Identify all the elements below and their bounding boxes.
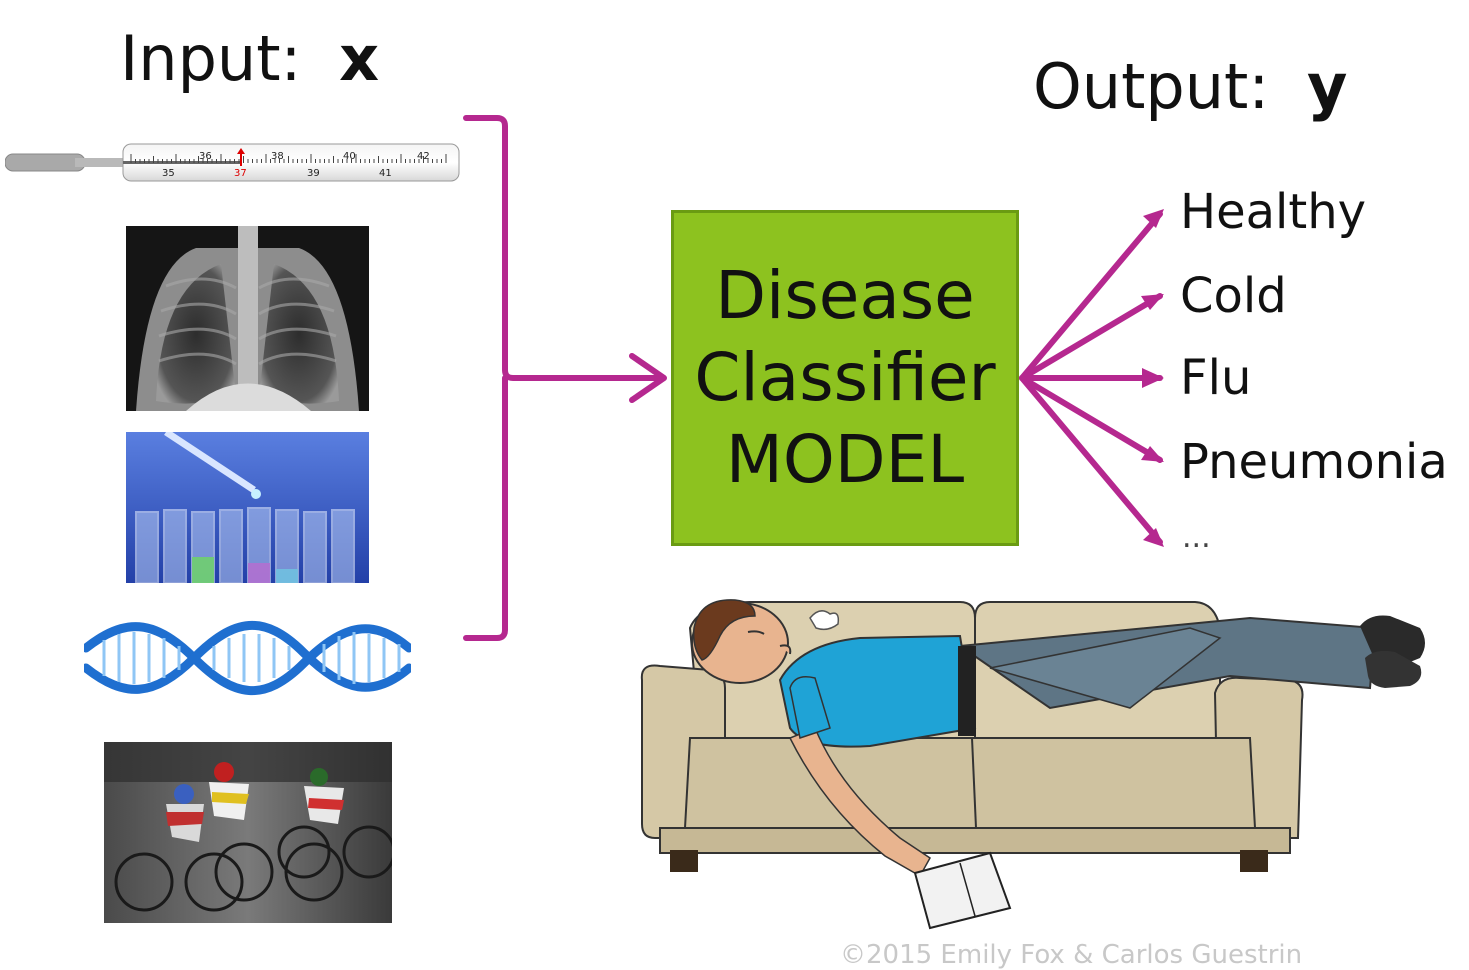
therm-tick-label: 35: [162, 168, 175, 179]
sick-person-couch-illustration: [630, 588, 1440, 933]
arrowhead-healthy: [1143, 209, 1164, 228]
input-arrow-head: [629, 353, 667, 403]
therm-tick-label: 38: [271, 151, 284, 162]
model-line-2: Classifier: [694, 339, 996, 416]
input-bracket: [463, 115, 663, 641]
therm-tick-label: 39: [307, 168, 320, 179]
therm-tick-label: 41: [379, 168, 392, 179]
therm-tick-label: 40: [343, 151, 356, 162]
disease-classifier-model-box: Disease Classifier MODEL: [671, 210, 1019, 546]
arrowhead-cold: [1141, 294, 1164, 310]
thermometer-icon: 36 38 40 42 35 37 39 41: [4, 140, 465, 185]
output-class-flu: Flu: [1180, 350, 1252, 406]
output-arrow-more: [1019, 375, 1163, 545]
chest-xray-image: [126, 226, 369, 411]
output-class-healthy: Healthy: [1180, 184, 1367, 240]
copyright-footer: ©2015 Emily Fox & Carlos Guestrin: [840, 940, 1303, 970]
output-class-cold: Cold: [1180, 268, 1287, 324]
input-label: Input:: [120, 22, 302, 95]
output-arrow-healthy: [1019, 211, 1163, 381]
model-line-1: Disease: [715, 257, 975, 334]
output-arrow-cold: [1019, 293, 1163, 381]
input-title: Input: x: [120, 22, 379, 95]
arrowhead-flu: [1142, 368, 1164, 388]
model-line-3: MODEL: [725, 421, 965, 498]
output-arrow-pneumonia: [1019, 375, 1163, 463]
therm-tick-label: 36: [199, 151, 212, 162]
arrowhead-pneumonia: [1141, 446, 1164, 462]
test-tubes-image: [126, 432, 369, 583]
therm-tick-label-red: 37: [234, 168, 247, 179]
output-title: Output: y: [1033, 50, 1347, 123]
cyclists-image: [104, 742, 392, 923]
arrowhead-more: [1143, 528, 1164, 547]
dna-helix-image: [81, 608, 414, 708]
output-class-pneumonia: Pneumonia: [1180, 434, 1448, 490]
input-variable: x: [339, 22, 380, 95]
output-variable: y: [1306, 50, 1348, 123]
therm-tick-label: 42: [417, 151, 430, 162]
output-label: Output:: [1033, 50, 1270, 123]
output-class-ellipsis: ...: [1182, 520, 1211, 555]
